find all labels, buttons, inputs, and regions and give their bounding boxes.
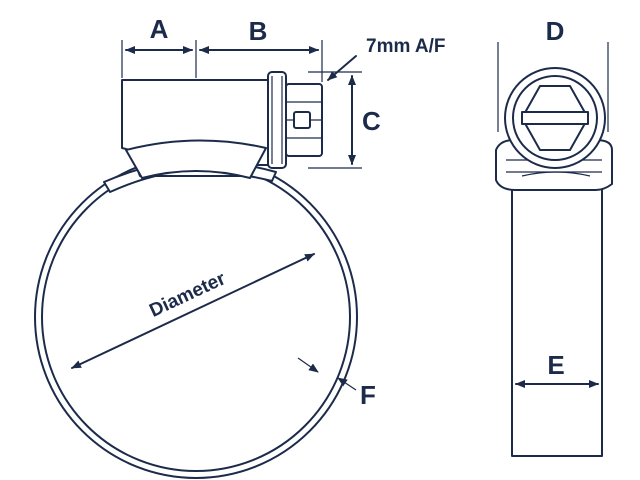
dimension-d: D: [497, 16, 609, 132]
label-e: E: [547, 350, 564, 380]
dimension-diameter: Diameter: [71, 253, 315, 369]
dimension-f: F: [297, 357, 376, 410]
hex-head: [285, 83, 323, 157]
label-f: F: [360, 380, 376, 410]
dimension-c: C: [308, 71, 381, 169]
end-view-band: [511, 167, 603, 457]
end-view: D E: [495, 16, 613, 457]
label-c: C: [362, 106, 381, 136]
housing-saddle: [125, 139, 267, 179]
label-hex-size: 7mm A/F: [366, 36, 446, 57]
dimension-e: E: [515, 350, 599, 388]
side-view: A B 7mm A/F C Diameter F: [34, 14, 446, 479]
label-a: A: [150, 14, 169, 44]
dimension-b: B: [199, 16, 323, 82]
hex-size-callout: 7mm A/F: [327, 36, 446, 81]
label-d: D: [546, 16, 565, 46]
screw-collar: [267, 71, 287, 169]
end-view-slot: [521, 111, 589, 125]
dimension-a: A: [121, 14, 197, 78]
band-outer-edge: [34, 155, 358, 479]
band-inner-edge: [41, 162, 351, 472]
label-b: B: [249, 16, 268, 46]
